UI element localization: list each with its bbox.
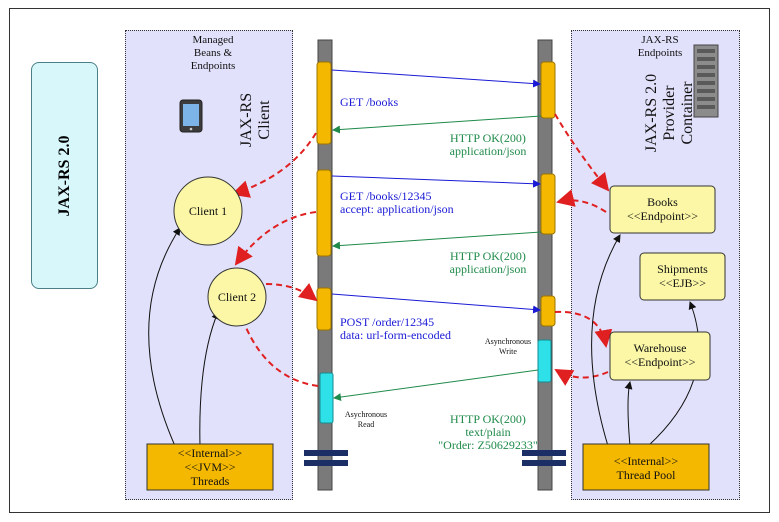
get-book-arrow [331,175,541,188]
ok3-arrow [333,369,539,402]
ok2-label: HTTP OK(200) application/json [449,249,527,276]
warehouse-endpoint-box [609,331,711,381]
client-async-read [319,372,334,424]
post-order-arrow [331,293,541,314]
server-activation-2 [540,173,556,235]
thread-to-client1 [148,227,181,447]
callback-books-2 [556,189,607,213]
server-activation-1 [540,61,556,119]
client2-node [207,267,267,327]
thread-to-client2 [199,311,220,447]
client-lifeline-break [304,450,348,466]
server-panel-header: JAX-RS Endpoints [637,34,683,59]
server-icon [693,44,719,118]
ok1-label: HTTP OK(200) application/json [449,131,527,158]
callback-client2-1 [265,282,318,302]
server-lifeline-break [522,450,566,466]
callback-books-1 [554,113,610,192]
thread-pool-label: <<Internal>> Thread Pool [613,454,679,482]
get-books-arrow [331,69,541,88]
ok3-label: HTTP OK(200) text/plain "Order: Z5062923… [438,412,538,452]
callback-client1-2 [234,211,317,266]
client-activation-2 [316,169,332,257]
client1-label: Client 1 [188,204,228,218]
shipments-ejb-box [639,252,726,301]
tablet-icon [179,99,203,133]
callback-warehouse-2 [554,368,609,386]
ok2-arrow [332,231,542,250]
warehouse-endpoint-label: Warehouse <<Endpoint>> [624,341,696,369]
get-books-label: GET /books [340,95,399,109]
async-read-label: Asychronous Read [344,410,388,429]
client1-node [173,176,243,246]
jvm-threads-box [146,443,274,491]
provider-container-title: JAX-RS 2.0 Provider Container [643,73,696,153]
jaxrs-client-title: JAX-RS Client [238,92,273,148]
books-endpoint-box [609,185,716,234]
pool-to-books [591,234,621,447]
jaxrs-title-badge: JAX-RS 2.0 [31,62,98,289]
client2-label: Client 2 [217,290,257,304]
shipments-ejb-label: Shipments <<EJB>> [657,262,708,290]
callback-warehouse-1 [554,310,613,348]
thread-pool-box [582,443,710,491]
client-activation-3 [316,287,332,331]
client-panel-header: Managed Beans & Endpoints [190,34,236,72]
callback-client1-1 [231,132,317,198]
jvm-threads-label: <<Internal>> <<JVM>> Threads [177,446,243,488]
server-async-write [537,339,552,383]
get-book-label: GET /books/12345 accept: application/jso… [340,189,454,216]
client-panel [125,30,293,500]
pool-to-warehouse [624,381,633,447]
post-order-label: POST /order/12345 data: url-form-encoded [340,315,451,342]
ok1-arrow [332,115,542,134]
books-endpoint-label: Books <<Endpoint>> [626,195,699,223]
client-activation-1 [316,61,332,145]
async-write-label: Asynchronous Write [484,337,532,356]
server-activation-3 [540,295,556,327]
